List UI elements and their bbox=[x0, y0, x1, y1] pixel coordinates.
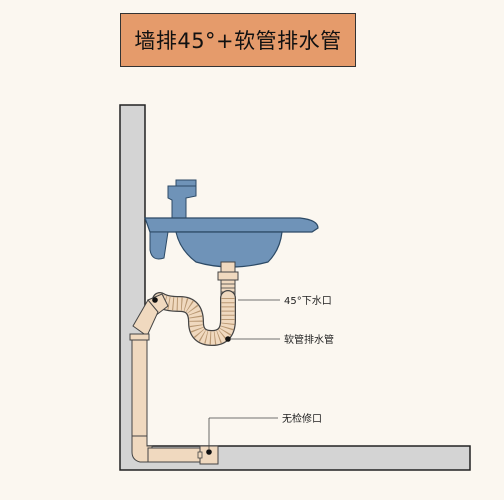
diagram-title: 墙排45°+软管排水管 bbox=[134, 29, 342, 53]
wash-basin bbox=[144, 217, 319, 268]
label-cleanout: 无检修口 bbox=[282, 412, 322, 425]
floor-outlet bbox=[197, 445, 219, 465]
faucet bbox=[167, 179, 197, 221]
vertical-drain-pipe bbox=[131, 333, 148, 445]
wall-and-floor bbox=[119, 104, 471, 471]
bottom-bend bbox=[131, 435, 153, 463]
cleanout-marker bbox=[206, 449, 212, 455]
label-hose: 软管排水管 bbox=[284, 333, 334, 346]
label-outlet: 45°下水口 bbox=[284, 295, 332, 307]
title-banner: 墙排45°+软管排水管 bbox=[120, 13, 356, 67]
outlet-marker bbox=[152, 297, 158, 303]
pipe-coupling-upper bbox=[129, 333, 150, 341]
flexible-hose bbox=[152, 290, 236, 347]
hose-marker bbox=[225, 336, 231, 342]
